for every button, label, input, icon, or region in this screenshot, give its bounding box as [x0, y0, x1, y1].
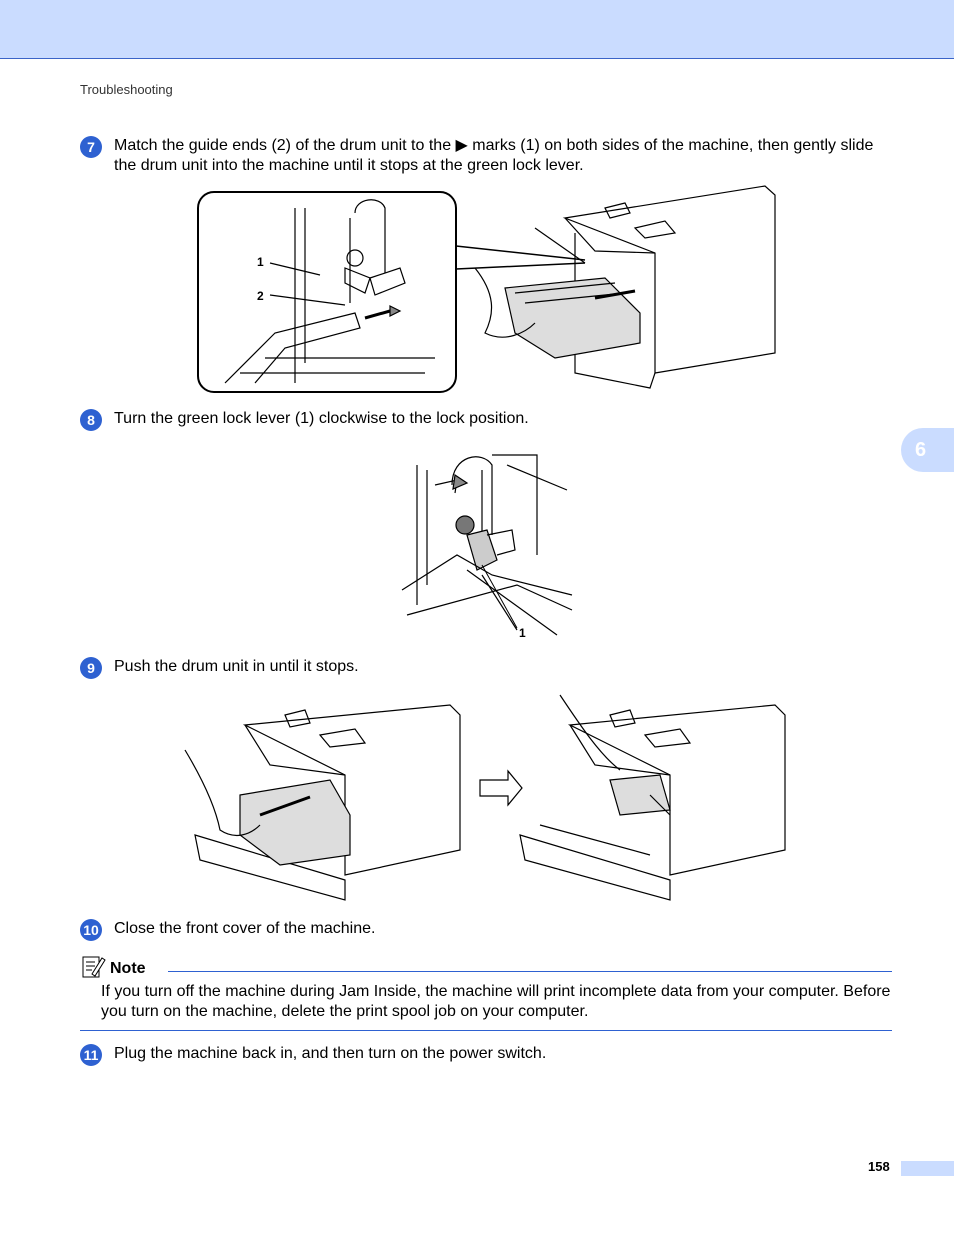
- section-title: Troubleshooting: [80, 82, 173, 97]
- figure-lock-lever: 1: [401, 454, 573, 640]
- step-text: Push the drum unit in until it stops.: [114, 658, 359, 675]
- step-text: Match the guide ends (2) of the drum uni…: [114, 137, 874, 174]
- header-bar: [0, 0, 954, 59]
- step-text: Turn the green lock lever (1) clockwise …: [114, 410, 529, 427]
- callout-2: 2: [257, 289, 264, 303]
- figure-push-drum: [184, 694, 786, 901]
- page-number: 158: [868, 1159, 890, 1174]
- note-label: Note: [110, 960, 146, 977]
- note-divider-bottom: [80, 1030, 892, 1031]
- step-text: Close the front cover of the machine.: [114, 920, 376, 937]
- note-pencil-icon: [82, 956, 106, 978]
- note-divider: [168, 971, 892, 972]
- step-text: Plug the machine back in, and then turn …: [114, 1045, 547, 1062]
- step-number: 8: [80, 409, 102, 431]
- chapter-tab: 6: [901, 428, 954, 472]
- note-header: Note: [80, 954, 892, 980]
- note-text: If you turn off the machine during Jam I…: [101, 983, 891, 1020]
- step-number: 11: [80, 1044, 102, 1066]
- step-number: 7: [80, 136, 102, 158]
- step-number: 9: [80, 657, 102, 679]
- figure-insert-drum: 1 2: [197, 185, 776, 393]
- page-number-bar: [901, 1161, 954, 1176]
- step-number: 10: [80, 919, 102, 941]
- callout-1: 1: [257, 255, 264, 269]
- callout-1: 1: [519, 626, 526, 640]
